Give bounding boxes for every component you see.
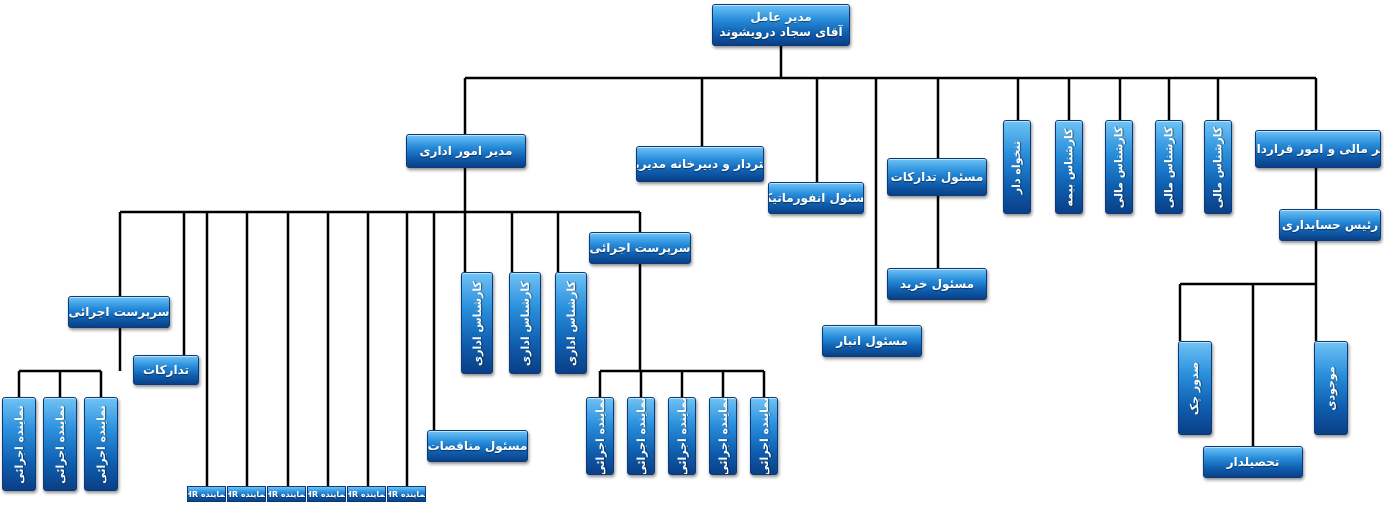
- insurance-expert-label: کارشناس بیمه: [1062, 128, 1076, 206]
- tenders-officer-label: مسئول مناقصات: [427, 439, 528, 453]
- it-officer-box[interactable]: مسئول انفورماتیک: [768, 182, 864, 214]
- admin-manager-label: مدیر امور اداری: [419, 144, 513, 158]
- exec-rep-label: نماینده اجرائی: [94, 404, 108, 484]
- procurement-officer-box[interactable]: مسئول تدارکات: [887, 158, 987, 196]
- finance-contracts-manager-label: مدیر مالی و امور قراردادها: [1256, 142, 1380, 156]
- ceo-name: آقای سجاد درویشوند: [719, 25, 843, 39]
- purchase-officer-label: مسئول خرید: [899, 277, 975, 291]
- collector-label: تحصیلدار: [1226, 455, 1280, 469]
- hr-rep-label: نماینده HR: [348, 489, 386, 499]
- admin-expert-label: کارشناس اداری: [564, 280, 578, 366]
- office-secretary-box[interactable]: دفتردار و دبیرخانه مدیریت: [636, 146, 764, 182]
- check-issuance-box[interactable]: صدور چک: [1178, 341, 1212, 435]
- exec-supervisor-box[interactable]: سرپرست اجرائی: [589, 232, 691, 264]
- hr-rep-box[interactable]: نماینده HR: [307, 486, 346, 502]
- exec-rep-box[interactable]: نماینده اجرائی: [2, 397, 36, 491]
- financial-expert-label: کارشناس مالی: [1211, 126, 1225, 208]
- exec-rep-label: نماینده اجرائی: [757, 397, 771, 475]
- inventory-label: موجودی: [1324, 365, 1338, 411]
- exec-rep-box[interactable]: نماینده اجرائی: [750, 397, 778, 475]
- ceo-title: مدیر عامل: [750, 10, 812, 24]
- exec-rep-box[interactable]: نماینده اجرائی: [709, 397, 737, 475]
- admin-manager-box[interactable]: مدیر امور اداری: [406, 134, 526, 168]
- exec-rep-label: نماینده اجرائی: [716, 397, 730, 475]
- hr-rep-label: نماینده HR: [388, 489, 426, 499]
- cashier-label: تنخواه دار: [1010, 140, 1024, 194]
- hr-rep-label: نماینده HR: [268, 489, 306, 499]
- hr-rep-label: نماینده HR: [188, 489, 226, 499]
- cashier-box[interactable]: تنخواه دار: [1003, 120, 1031, 214]
- admin-expert-label: کارشناس اداری: [470, 280, 484, 366]
- admin-expert-box[interactable]: کارشناس اداری: [509, 272, 541, 374]
- chief-accountant-box[interactable]: رئیس حسابداری: [1279, 209, 1381, 241]
- procurement-label: تدارکات: [143, 363, 190, 377]
- admin-expert-label: کارشناس اداری: [518, 280, 532, 366]
- financial-expert-label: کارشناس مالی: [1112, 126, 1126, 208]
- insurance-expert-box[interactable]: کارشناس بیمه: [1055, 120, 1083, 214]
- inventory-box[interactable]: موجودی: [1314, 341, 1348, 435]
- exec-rep-box[interactable]: نماینده اجرائی: [627, 397, 655, 475]
- admin-expert-box[interactable]: کارشناس اداری: [555, 272, 587, 374]
- admin-expert-box[interactable]: کارشناس اداری: [461, 272, 493, 374]
- ceo-box[interactable]: مدیر عامل آقای سجاد درویشوند: [712, 4, 850, 46]
- hr-rep-box[interactable]: نماینده HR: [187, 486, 226, 502]
- chief-accountant-label: رئیس حسابداری: [1281, 218, 1379, 232]
- financial-expert-box[interactable]: کارشناس مالی: [1155, 120, 1183, 214]
- hr-rep-box[interactable]: نماینده HR: [227, 486, 266, 502]
- financial-expert-box[interactable]: کارشناس مالی: [1105, 120, 1133, 214]
- exec-rep-label: نماینده اجرائی: [53, 404, 67, 484]
- hr-rep-label: نماینده HR: [308, 489, 346, 499]
- hr-rep-box[interactable]: نماینده HR: [347, 486, 386, 502]
- warehouse-officer-box[interactable]: مسئول انبار: [822, 325, 922, 357]
- collector-box[interactable]: تحصیلدار: [1203, 446, 1303, 478]
- exec-supervisor-label: سرپرست اجرائی: [68, 305, 170, 319]
- finance-contracts-manager-box[interactable]: مدیر مالی و امور قراردادها: [1255, 130, 1381, 168]
- exec-rep-box[interactable]: نماینده اجرائی: [43, 397, 77, 491]
- hr-rep-label: نماینده HR: [228, 489, 266, 499]
- it-officer-label: مسئول انفورماتیک: [769, 191, 864, 205]
- purchase-officer-box[interactable]: مسئول خرید: [887, 268, 987, 300]
- procurement-box[interactable]: تدارکات: [133, 355, 199, 385]
- tenders-officer-box[interactable]: مسئول مناقصات: [427, 430, 528, 462]
- warehouse-officer-label: مسئول انبار: [836, 334, 908, 348]
- hr-rep-box[interactable]: نماینده HR: [387, 486, 426, 502]
- exec-rep-box[interactable]: نماینده اجرائی: [586, 397, 614, 475]
- exec-supervisor-label: سرپرست اجرائی: [589, 241, 691, 255]
- exec-rep-label: نماینده اجرائی: [12, 404, 26, 484]
- exec-rep-label: نماینده اجرائی: [593, 397, 607, 475]
- procurement-officer-label: مسئول تدارکات: [890, 170, 984, 184]
- exec-rep-label: نماینده اجرائی: [675, 397, 689, 475]
- financial-expert-box[interactable]: کارشناس مالی: [1204, 120, 1232, 214]
- exec-rep-label: نماینده اجرائی: [634, 397, 648, 475]
- hr-rep-box[interactable]: نماینده HR: [267, 486, 306, 502]
- financial-expert-label: کارشناس مالی: [1162, 126, 1176, 208]
- exec-rep-box[interactable]: نماینده اجرائی: [668, 397, 696, 475]
- check-issuance-label: صدور چک: [1188, 361, 1202, 415]
- exec-rep-box[interactable]: نماینده اجرائی: [84, 397, 118, 491]
- office-secretary-label: دفتردار و دبیرخانه مدیریت: [637, 157, 764, 171]
- exec-supervisor-box[interactable]: سرپرست اجرائی: [68, 296, 170, 328]
